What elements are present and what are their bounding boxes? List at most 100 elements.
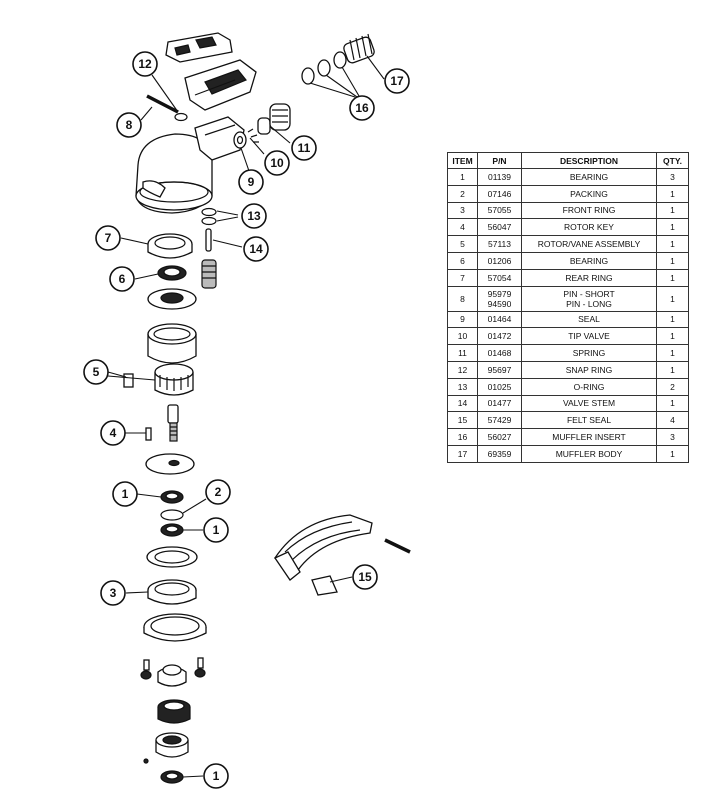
cell-description: MUFFLER INSERT (521, 428, 657, 446)
cell-pn: 56027 (477, 428, 522, 446)
cell-item: 5 (447, 235, 478, 253)
o-ring-upper (201, 207, 217, 217)
muffler-parts (301, 33, 375, 85)
callout-3: 3 (100, 580, 126, 606)
cell-description: ROTOR/VANE ASSEMBLY (521, 235, 657, 253)
cell-pn: 01206 (477, 251, 522, 270)
svg-text:1: 1 (213, 523, 220, 537)
cell-pn: 01139 (477, 168, 522, 186)
housing-body-part (135, 116, 245, 214)
cell-pn: 57054 (477, 268, 522, 287)
bearing-housing-part (157, 699, 191, 724)
svg-text:8: 8 (126, 118, 133, 132)
cell-item: 13 (447, 377, 478, 396)
cell-item: 9 (447, 310, 478, 329)
svg-text:17: 17 (390, 74, 404, 88)
cell-pn: 56047 (477, 218, 522, 237)
callout-15: 15 (352, 564, 378, 590)
header-pn: P/N (477, 152, 522, 169)
cylinder-part (147, 323, 197, 364)
cell-item: 11 (447, 344, 478, 362)
cell-qty: 1 (656, 235, 689, 253)
svg-text:12: 12 (138, 57, 152, 71)
callout-2: 2 (205, 479, 231, 505)
cell-qty: 1 (656, 344, 689, 362)
front-ring-part (147, 579, 197, 605)
cell-item: 12 (447, 360, 478, 379)
callout-5: 5 (83, 359, 109, 385)
cell-qty: 4 (656, 411, 689, 430)
header-qty: QTY. (656, 152, 689, 169)
cell-description: SNAP RING (521, 360, 657, 379)
cell-item: 3 (447, 201, 478, 220)
callout-7: 7 (95, 225, 121, 251)
cell-qty: 1 (656, 327, 689, 346)
cell-qty: 1 (656, 251, 689, 270)
svg-text:14: 14 (249, 242, 263, 256)
washer-part (146, 546, 198, 568)
cell-description: REAR RING (521, 268, 657, 287)
bearing-1b-part (160, 523, 184, 537)
leader-lines (107, 55, 385, 778)
cell-qty: 1 (656, 360, 689, 379)
cell-pn: 01464 (477, 310, 522, 329)
cell-description: SPRING (521, 344, 657, 362)
cell-description: FRONT RING (521, 201, 657, 220)
cell-description: SEAL (521, 310, 657, 329)
cell-item: 10 (447, 327, 478, 346)
cell-pn: 01472 (477, 327, 522, 346)
cell-description: BEARING (521, 168, 657, 186)
cell-description: VALVE STEM (521, 394, 657, 413)
svg-text:2: 2 (215, 485, 222, 499)
cell-description: PIN - SHORT PIN - LONG (521, 285, 657, 312)
shaft-part (167, 404, 179, 442)
cell-qty: 1 (656, 184, 689, 203)
fitting-part (201, 259, 217, 289)
hub-part (140, 657, 206, 687)
rotor-part (154, 363, 194, 396)
cell-pn: 95697 (477, 360, 522, 379)
cell-qty: 3 (656, 428, 689, 446)
cell-pn: 57055 (477, 201, 522, 220)
cell-item: 14 (447, 394, 478, 413)
svg-text:6: 6 (119, 272, 126, 286)
cell-pn: 95979 94590 (477, 285, 522, 312)
callout-14: 14 (243, 236, 269, 262)
cell-qty: 1 (656, 310, 689, 329)
cell-pn: 69359 (477, 444, 522, 463)
cell-qty: 1 (656, 394, 689, 413)
cell-pn: 57429 (477, 411, 522, 430)
header-item: ITEM (447, 152, 478, 169)
cell-item: 7 (447, 268, 478, 287)
cell-description: O-RING (521, 377, 657, 396)
callout-9: 9 (238, 169, 264, 195)
cell-item: 2 (447, 184, 478, 203)
spindle-part (155, 732, 189, 758)
callout-13: 13 (241, 203, 267, 229)
cell-qty: 1 (656, 285, 689, 312)
svg-text:5: 5 (93, 365, 100, 379)
top-plate-part (165, 32, 233, 63)
svg-text:7: 7 (105, 231, 112, 245)
cell-qty: 2 (656, 377, 689, 396)
cell-pn: 01468 (477, 344, 522, 362)
rotor-key-part (145, 427, 152, 441)
svg-text:13: 13 (247, 209, 261, 223)
cell-qty: 1 (656, 444, 689, 463)
valve-stem-part (205, 228, 212, 252)
bearing-6-part (157, 265, 187, 281)
cell-description: FELT SEAL (521, 411, 657, 430)
cell-item: 4 (447, 218, 478, 237)
cell-pn: 01477 (477, 394, 522, 413)
vane-part (123, 373, 134, 388)
